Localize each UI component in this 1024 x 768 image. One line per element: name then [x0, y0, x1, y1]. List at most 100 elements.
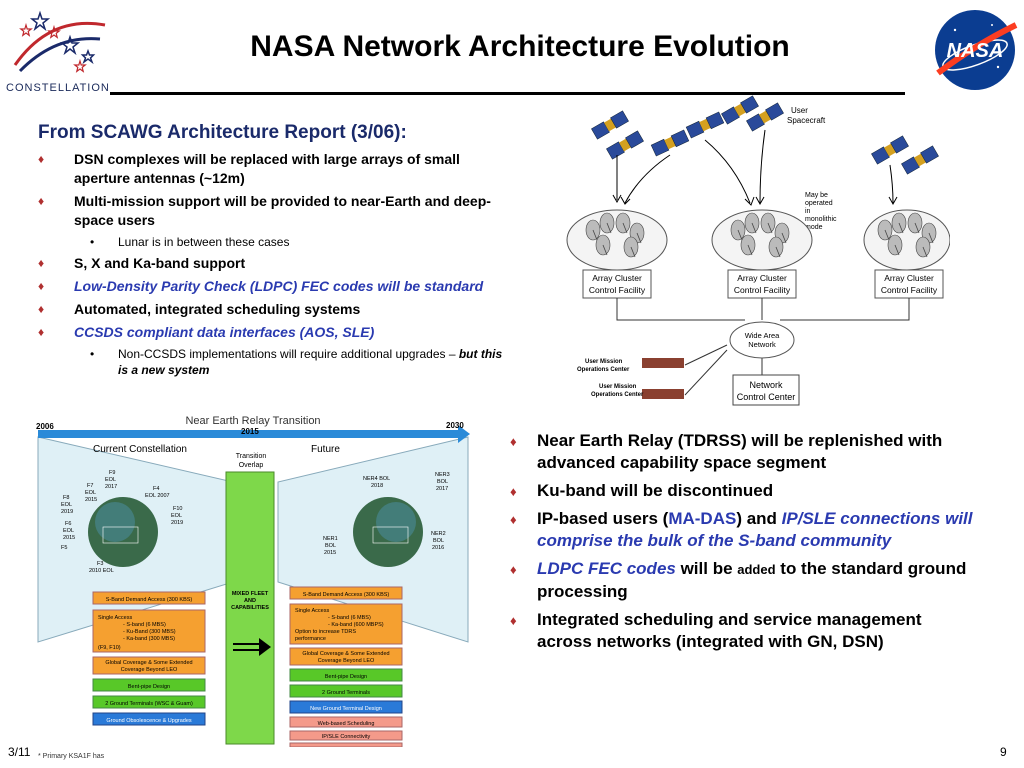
svg-text:Single Access: Single Access — [295, 608, 329, 614]
umoc-sublabel: Operations Center — [577, 367, 630, 373]
svg-text:F10: F10 — [173, 506, 182, 512]
cluster-sublabel: Control Facility — [734, 285, 791, 295]
wan-label: Wide Area — [745, 331, 780, 340]
user-mission-ops-center-1: User Mission Operations Center — [577, 358, 684, 373]
transition-sublabel: Overlap — [239, 462, 264, 469]
sub-bullet-emphasis: but this is a new system — [118, 347, 503, 377]
svg-text:F4: F4 — [153, 486, 159, 492]
svg-text:Bent-pipe Design: Bent-pipe Design — [128, 684, 170, 690]
year-end: 2030 — [446, 421, 464, 430]
list-item: ♦S, X and Ka-band support — [38, 254, 508, 273]
svg-text:2010 EOL: 2010 EOL — [89, 568, 114, 574]
diamond-bullet-icon: ♦ — [510, 562, 517, 577]
page-title: NASA Network Architecture Evolution — [250, 30, 790, 63]
svg-text:- Ka-band (300 MBS): - Ka-band (300 MBS) — [123, 636, 175, 642]
page-number: 9 — [1000, 745, 1007, 759]
diamond-bullet-icon: ♦ — [38, 194, 45, 208]
list-item: ♦Automated, integrated scheduling system… — [38, 300, 508, 319]
svg-text:F3: F3 — [97, 561, 103, 567]
svg-text:2019: 2019 — [61, 509, 73, 515]
svg-text:EOL: EOL — [61, 502, 72, 508]
constellation-emblem-icon — [13, 10, 106, 73]
svg-text:2018: 2018 — [371, 483, 383, 489]
svg-text:Coverage Beyond LEO: Coverage Beyond LEO — [318, 658, 375, 664]
svg-text:NER2: NER2 — [431, 531, 446, 537]
constellation-logo — [10, 5, 110, 85]
diamond-bullet-icon: ♦ — [38, 256, 45, 270]
wide-area-network-cloud-icon: Wide Area Network — [729, 321, 795, 359]
double-arrow-icon — [233, 638, 271, 656]
nasa-meatball-icon: NASA — [935, 10, 1018, 90]
list-item: ♦Ku-band will be discontinued — [510, 480, 980, 502]
cluster-sublabel: Control Facility — [589, 285, 646, 295]
list-item: ♦ DSN complexes will be replaced with lar… — [38, 150, 508, 188]
svg-text:F6: F6 — [65, 521, 71, 527]
bullet-text: Near Earth Relay (TDRSS) will be repleni… — [537, 431, 943, 472]
array-architecture-diagram: User Spacecraft May be operated in monol… — [555, 95, 951, 410]
transition-label: Transition — [236, 453, 267, 460]
diamond-bullet-icon: ♦ — [510, 613, 517, 628]
svg-text:Option to increase TDRS: Option to increase TDRS — [295, 629, 356, 635]
svg-text:BOL: BOL — [325, 543, 336, 549]
future-label: Future — [311, 444, 340, 455]
svg-text:Global Coverage & Some Extende: Global Coverage & Some Extended — [302, 651, 389, 657]
nasa-logo-text: NASA — [947, 40, 1004, 62]
wan-sublabel: Network — [748, 340, 776, 349]
bullet-text: Ku-band will be discontinued — [537, 481, 774, 500]
svg-text:2017: 2017 — [105, 484, 117, 490]
bullet-text: DSN complexes will be replaced with larg… — [74, 151, 460, 186]
array-cluster-3: Array Cluster Control Facility — [863, 209, 951, 299]
footer-note: * Primary KSA1F has — [38, 753, 105, 760]
nasa-logo: NASA — [930, 5, 1020, 95]
svg-text:EOL: EOL — [63, 528, 74, 534]
sub-list-item: •Lunar is in between these cases — [38, 234, 508, 250]
spacecraft-label: Spacecraft — [787, 116, 826, 125]
svg-text:F7: F7 — [87, 483, 93, 489]
sub-bullet-text: Lunar is in between these cases — [118, 235, 290, 249]
svg-text:Web-based Scheduling: Web-based Scheduling — [318, 721, 375, 727]
list-item: ♦Integrated scheduling and service manag… — [510, 609, 980, 653]
bullet-text: Multi-mission support will be provided t… — [74, 193, 491, 228]
diamond-bullet-icon: ♦ — [38, 152, 45, 166]
svg-text:2 Ground Terminals (WSC & Guam: 2 Ground Terminals (WSC & Guam) — [105, 701, 193, 707]
svg-text:2015: 2015 — [324, 550, 336, 556]
cluster-label: Array Cluster — [592, 273, 642, 283]
list-item: ♦LDPC FEC codes will be added to the sta… — [510, 559, 967, 601]
svg-text:NER3: NER3 — [435, 472, 450, 478]
svg-text:Ground Obsolescence & Upgrades: Ground Obsolescence & Upgrades — [106, 718, 192, 724]
sub-list-item: •Non-CCSDS implementations will require … — [38, 346, 508, 378]
network-control-center: Network Control Center — [732, 374, 800, 406]
right-bullet-list: ♦ Near Earth Relay (TDRSS) will be replen… — [510, 430, 980, 659]
left-bullet-list: ♦ DSN complexes will be replaced with lar… — [38, 150, 508, 382]
user-label: User — [791, 106, 808, 115]
svg-text:Single Access: Single Access — [98, 615, 132, 621]
cluster-label: Array Cluster — [737, 273, 787, 283]
list-item: ♦ Near Earth Relay (TDRSS) will be replen… — [510, 430, 980, 474]
banner-title: Near Earth Relay Transition — [185, 415, 320, 427]
svg-text:- S-band (6 MBS): - S-band (6 MBS) — [328, 615, 371, 621]
user-mission-ops-center-2: User Mission Operations Center — [591, 384, 684, 399]
bullet-text: Automated, integrated scheduling systems — [74, 301, 361, 317]
svg-text:Coverage Beyond LEO: Coverage Beyond LEO — [121, 667, 178, 673]
array-cluster-1: Array Cluster Control Facility — [566, 209, 668, 299]
note-line3: in — [805, 208, 811, 215]
mixed-label: MIXED FLEET — [232, 591, 269, 597]
svg-text:2015: 2015 — [85, 497, 97, 503]
svg-text:2016: 2016 — [432, 545, 444, 551]
svg-text:(F9, F10): (F9, F10) — [98, 645, 121, 651]
svg-text:S-Band Demand Access (300 KBS): S-Band Demand Access (300 KBS) — [303, 592, 390, 598]
svg-text:EOL 2007: EOL 2007 — [145, 493, 170, 499]
earth-globe-icon — [88, 497, 423, 567]
svg-text:2019: 2019 — [171, 520, 183, 526]
svg-text:New Ground Terminal Design: New Ground Terminal Design — [310, 706, 382, 712]
mixed-label2: AND — [244, 598, 256, 604]
left-box-text: S-Band Demand Access (300 KBS) — [106, 597, 193, 603]
dot-bullet-icon: • — [90, 347, 95, 361]
diamond-bullet-icon: ♦ — [510, 434, 517, 449]
svg-text:BOL: BOL — [433, 538, 444, 544]
svg-text:EOL: EOL — [85, 490, 96, 496]
list-item: ♦IP-based users (MA-DAS) and IP/SLE conn… — [510, 509, 973, 550]
svg-text:2015: 2015 — [63, 535, 75, 541]
bullet-text: CCSDS compliant data interfaces (AOS, SL… — [74, 324, 375, 340]
list-item: ♦CCSDS compliant data interfaces (AOS, S… — [38, 323, 508, 342]
